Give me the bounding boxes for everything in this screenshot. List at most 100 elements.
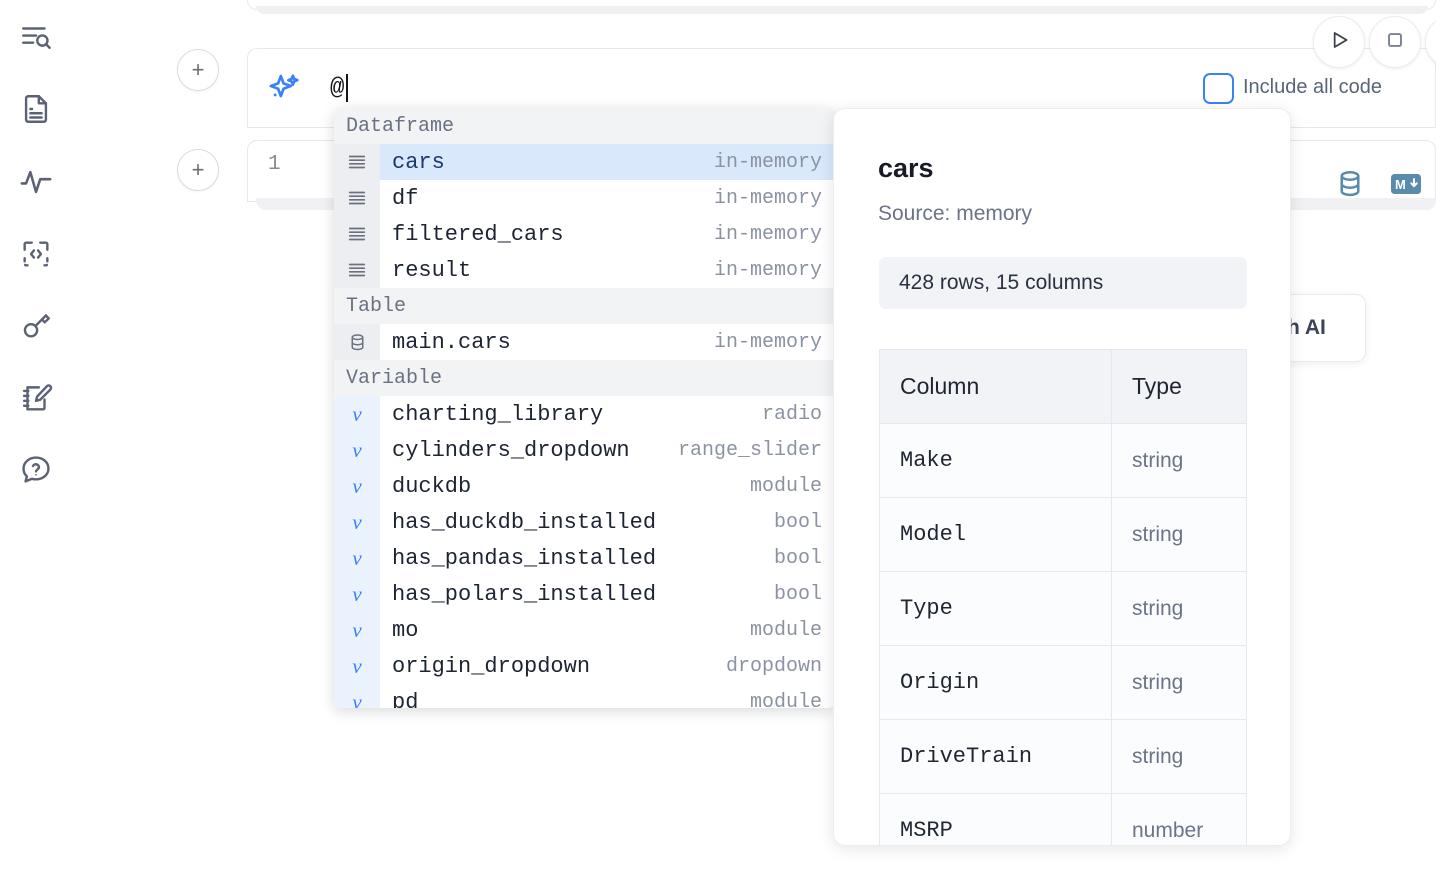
doc-column-name: Model [879, 497, 1112, 572]
run-cell-button[interactable] [1313, 16, 1365, 68]
add-cell-button-top[interactable]: + [177, 49, 219, 91]
autocomplete-item[interactable]: v charting_library radio [334, 396, 834, 432]
autocomplete-item-name: main.cars [392, 329, 511, 355]
sidebar-item-scratchpad[interactable] [14, 376, 58, 420]
autocomplete-item-type: radio [761, 402, 822, 426]
dataframe-icon [334, 144, 380, 180]
ai-prompt-value: @ [330, 74, 345, 102]
doc-source: Source: memory [878, 202, 1033, 225]
autocomplete-item-type: bool [773, 546, 822, 570]
code-block-icon [19, 237, 53, 271]
variable-icon: v [334, 684, 380, 708]
autocomplete-item[interactable]: df in-memory [334, 180, 834, 216]
sidebar-item-notebook-file[interactable] [14, 87, 58, 131]
autocomplete-item-type: module [749, 690, 822, 709]
sidebar-item-dependency-graph[interactable] [14, 160, 58, 204]
sidebar-item-help[interactable] [14, 448, 58, 492]
variable-icon: v [334, 612, 380, 648]
autocomplete-item-type: dropdown [725, 654, 822, 678]
doc-column-type: string [1111, 719, 1247, 794]
variable-icon: v [334, 468, 380, 504]
autocomplete-item-name: has_duckdb_installed [392, 509, 657, 535]
autocomplete-group-header: Dataframe [334, 108, 834, 144]
play-icon [1326, 27, 1352, 58]
doc-column-type: number [1111, 793, 1247, 845]
variable-icon: v [334, 432, 380, 468]
add-cell-button-bottom[interactable]: + [177, 149, 219, 191]
autocomplete-item-name: mo [392, 617, 419, 643]
doc-table-header-row: Column Type [879, 349, 1247, 424]
autocomplete-item-type: module [749, 474, 822, 498]
variable-icon: v [334, 504, 380, 540]
doc-column-name: Type [879, 571, 1112, 646]
ai-hint-card[interactable]: h AI [1280, 294, 1366, 362]
autocomplete-item-type: bool [773, 582, 822, 606]
cell-above-footer [256, 6, 1428, 14]
key-icon [19, 309, 53, 343]
autocomplete-item-name: cylinders_dropdown [392, 437, 630, 463]
autocomplete-item-type: in-memory [713, 258, 822, 282]
markdown-icon[interactable]: M [1390, 172, 1422, 196]
doc-column-name: Make [879, 423, 1112, 498]
activity-icon [19, 165, 53, 199]
doc-shape-badge: 428 rows, 15 columns [879, 257, 1247, 309]
variable-icon: v [334, 396, 380, 432]
file-text-icon [19, 92, 53, 126]
sidebar-item-secrets[interactable] [14, 304, 58, 348]
autocomplete-group-header: Variable [334, 360, 834, 396]
dataframe-icon [334, 216, 380, 252]
autocomplete-item-name: origin_dropdown [392, 653, 591, 679]
doc-column-header: Column [879, 349, 1112, 424]
variable-icon: v [334, 576, 380, 612]
autocomplete-item-name: pd [392, 689, 419, 709]
svg-text:M: M [1395, 177, 1406, 192]
stop-icon [1382, 27, 1408, 58]
autocomplete-item-name: cars [392, 149, 445, 175]
include-all-code-label: Include all code [1243, 76, 1382, 98]
autocomplete-item-type: range_slider [677, 438, 822, 462]
autocomplete-item-name: charting_library [392, 401, 604, 427]
sidebar-item-snippets[interactable] [14, 232, 58, 276]
include-all-code-checkbox[interactable] [1203, 73, 1234, 104]
autocomplete-item-type: in-memory [713, 186, 822, 210]
sidebar-item-explore[interactable] [14, 15, 58, 59]
ai-prompt-input[interactable]: @ [330, 62, 1130, 114]
autocomplete-item-name: df [392, 185, 419, 211]
autocomplete-item[interactable]: main.cars in-memory [334, 324, 834, 360]
autocomplete-item-name: has_polars_installed [392, 581, 657, 607]
dataframe-icon [334, 180, 380, 216]
help-chat-icon [19, 453, 53, 487]
autocomplete-item-type: in-memory [713, 330, 822, 354]
stop-cell-button[interactable] [1369, 16, 1421, 68]
doc-type-header: Type [1111, 349, 1247, 424]
text-caret [345, 74, 348, 102]
autocomplete-item-name: filtered_cars [392, 221, 564, 247]
database-icon[interactable] [1334, 168, 1366, 200]
doc-column-name: DriveTrain [879, 719, 1112, 794]
autocomplete-item-name: has_pandas_installed [392, 545, 657, 571]
search-list-icon [19, 20, 53, 54]
database-icon [334, 324, 380, 360]
doc-column-name: Origin [879, 645, 1112, 720]
doc-column-type: string [1111, 645, 1247, 720]
autocomplete-item[interactable]: v has_polars_installed bool [334, 576, 834, 612]
autocomplete-item[interactable]: v cylinders_dropdown range_slider [334, 432, 834, 468]
